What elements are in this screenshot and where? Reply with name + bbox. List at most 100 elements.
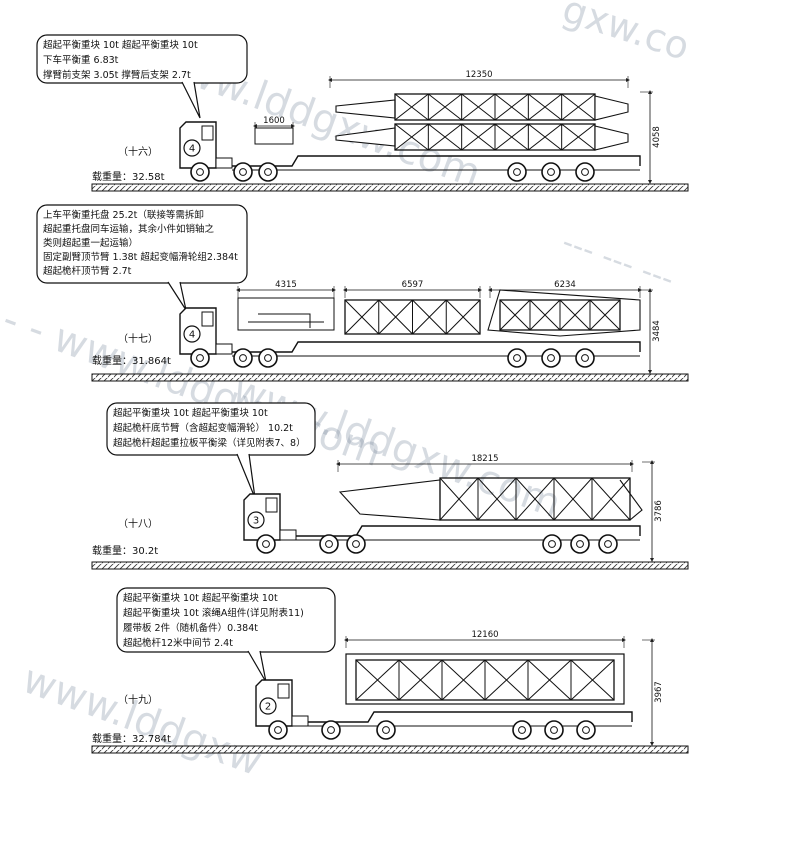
truss-bracing xyxy=(394,93,596,121)
truck-number: 3 xyxy=(253,516,259,527)
wheel-hub xyxy=(548,540,556,548)
panel-label: （十六） xyxy=(118,145,158,158)
dimension-label: 4315 xyxy=(275,280,297,290)
truck-number-circle xyxy=(247,511,265,529)
cab-deck xyxy=(279,529,297,541)
callout-line: 下车平衡重 6.83t xyxy=(43,54,119,66)
callout-bubble xyxy=(36,34,248,84)
callout-bubble xyxy=(106,402,316,456)
truss-bracing xyxy=(344,299,481,335)
wheel-hub xyxy=(604,540,612,548)
load-weight: 载重量：32.58t xyxy=(92,170,165,183)
wheel-hub xyxy=(264,354,272,362)
dimension-label: 6234 xyxy=(554,280,576,290)
transport-panel-17: 上车平衡重托盘 25.2t（联接等需拆卸超起重托盘同车运输，其余小件如销轴之类则… xyxy=(36,204,689,382)
cab-window xyxy=(201,311,214,327)
cab-window xyxy=(265,497,278,513)
transport-panel-18: 超起平衡重块 10t 超起平衡重块 10t 超起桅杆底节臂（含超起变幅滑轮） 10… xyxy=(91,402,689,570)
truck-number-circle xyxy=(183,139,201,157)
wheel-hub xyxy=(327,726,335,734)
callout-line: 超起平衡重块 10t 超起平衡重块 10t xyxy=(113,407,268,419)
trailer-deck xyxy=(308,711,633,723)
truss-bracing xyxy=(499,299,621,331)
callout-line: 超起桅杆顶节臂 2.7t xyxy=(43,265,132,277)
boom-end-lower xyxy=(594,125,629,151)
pulley-assembly xyxy=(248,313,324,328)
callout-line: 撑臂前支架 3.05t 撑臂后支架 2.7t xyxy=(43,69,191,81)
truss-bracing xyxy=(394,123,596,151)
trailer-deck xyxy=(296,525,641,537)
callout-line: 履带板 2件（随机备件）0.384t xyxy=(123,622,258,634)
dimension-label: 12160 xyxy=(471,630,498,640)
callout-line: 超起桅杆超起重拉板平衡梁（详见附表7、8） xyxy=(113,437,306,449)
truck-number: 4 xyxy=(189,330,195,341)
panel-label: （十九） xyxy=(118,693,158,706)
wheel-hub xyxy=(382,726,390,734)
wheel-hub xyxy=(239,168,247,176)
callout-line: 类则超起重一起运输） xyxy=(43,237,138,249)
callout-pointer xyxy=(167,281,187,311)
callout-bubble xyxy=(116,587,336,653)
dimension-label: 1600 xyxy=(263,116,285,126)
wheel-hub xyxy=(518,726,526,734)
load-weight: 载重量：31.864t xyxy=(92,354,171,367)
transport-panel-16: 超起平衡重块 10t 超起平衡重块 10t 下车平衡重 6.83t 撑臂前支架 3.… xyxy=(36,34,689,192)
dimension-label: 4058 xyxy=(652,126,662,148)
watermark-text: gxw.co xyxy=(557,0,695,69)
boom-head-outline xyxy=(487,289,641,337)
wheel-hub xyxy=(513,354,521,362)
wheel-hub xyxy=(547,168,555,176)
truss-bracing xyxy=(439,477,631,521)
callout-line: 固定副臂顶节臂 1.38t 超起变幅滑轮组2.384t xyxy=(43,251,238,263)
cargo-frame xyxy=(345,653,625,705)
wheel-hub xyxy=(547,354,555,362)
watermark-text: www.lddgxw xyxy=(17,656,268,785)
cab-window xyxy=(201,125,214,141)
dimension-label: 3967 xyxy=(654,681,664,703)
wheel-hub xyxy=(325,540,333,548)
wheel-hub xyxy=(576,540,584,548)
truck-number: 2 xyxy=(265,702,271,713)
cargo-block xyxy=(254,127,294,145)
cargo-crate xyxy=(237,297,335,331)
wheel-hub xyxy=(196,354,204,362)
cab-deck xyxy=(215,343,233,355)
dimension-label: 3786 xyxy=(654,500,664,522)
callout-line: 超起平衡重块 10t 超起平衡重块 10t xyxy=(43,39,198,51)
panel-label: （十八） xyxy=(118,517,158,530)
callout-line: 超起重托盘同车运输，其余小件如销轴之 xyxy=(43,223,215,235)
wheel-hub xyxy=(264,168,272,176)
wheel-hub xyxy=(581,354,589,362)
ground-strip xyxy=(91,745,689,754)
cab-deck xyxy=(291,715,309,727)
wheel-hub xyxy=(196,168,204,176)
wheel-hub xyxy=(262,540,270,548)
wheel-hub xyxy=(239,354,247,362)
dimension-label: 18215 xyxy=(471,454,498,464)
truck-number: 4 xyxy=(189,144,195,155)
callout-line: 上车平衡重托盘 25.2t（联接等需拆卸 xyxy=(43,209,204,221)
cab-window xyxy=(277,683,290,699)
truss-bracing xyxy=(355,659,615,701)
truck-number-circle xyxy=(259,697,277,715)
cab-deck xyxy=(215,157,233,169)
wheel-hub xyxy=(581,168,589,176)
load-weight: 载重量：30.2t xyxy=(92,544,158,557)
panel-label: （十七） xyxy=(118,332,158,345)
callout-line: 超起桅杆底节臂（含超起变幅滑轮） 10.2t xyxy=(113,422,293,434)
callout-pointer xyxy=(247,650,267,683)
dimension-label: 12350 xyxy=(465,70,492,80)
ground-strip xyxy=(91,561,689,570)
wheel-hub xyxy=(550,726,558,734)
ground-strip xyxy=(91,183,689,192)
mast-lug xyxy=(619,479,643,521)
callout-pointer xyxy=(181,81,201,119)
callout-line: 超起桅杆12米中间节 2.4t xyxy=(123,637,233,649)
dimension-label: 6597 xyxy=(402,280,424,290)
boom-end-upper xyxy=(594,95,629,121)
callout-pointer xyxy=(236,453,256,499)
wheel-hub xyxy=(513,168,521,176)
dimension-label: 3484 xyxy=(652,320,662,342)
